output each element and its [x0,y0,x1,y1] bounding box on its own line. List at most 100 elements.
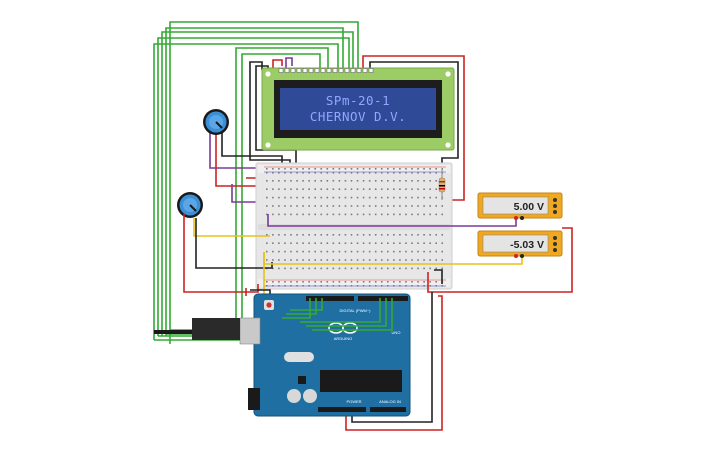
breadboard-hole[interactable] [344,281,347,283]
breadboard-hole[interactable] [380,196,383,199]
breadboard-hole[interactable] [362,267,365,270]
breadboard-hole[interactable] [314,267,316,270]
breadboard-hole[interactable] [296,196,298,199]
breadboard-hole[interactable] [308,285,310,287]
breadboard-hole[interactable] [387,285,389,287]
potentiometer-1[interactable] [203,109,229,135]
breadboard-hole[interactable] [399,172,401,174]
breadboard-hole[interactable] [435,259,437,261]
breadboard-hole[interactable] [266,180,268,182]
breadboard-hole[interactable] [332,196,335,199]
breadboard-hole[interactable] [302,205,304,207]
digital-header[interactable] [306,296,408,301]
breadboard-hole[interactable] [429,234,431,236]
breadboard-hole[interactable] [308,205,310,207]
breadboard-hole[interactable] [290,267,292,270]
breadboard-hole[interactable] [284,234,286,236]
breadboard-hole[interactable] [411,205,413,207]
breadboard-hole[interactable] [380,285,383,287]
breadboard-hole[interactable] [278,168,280,170]
breadboard-hole[interactable] [302,196,304,199]
breadboard-hole[interactable] [356,250,359,253]
breadboard-hole[interactable] [405,281,407,283]
breadboard-hole[interactable] [344,196,347,199]
breadboard-hole[interactable] [344,168,347,170]
breadboard-hole[interactable] [302,267,304,270]
breadboard-hole[interactable] [380,250,383,253]
breadboard-hole[interactable] [435,196,437,199]
breadboard-hole[interactable] [435,285,437,287]
breadboard-hole[interactable] [423,281,425,283]
breadboard-hole[interactable] [332,180,335,182]
breadboard-hole[interactable] [266,196,268,199]
breadboard-hole[interactable] [411,285,413,287]
breadboard-hole[interactable] [272,188,274,190]
breadboard-hole[interactable] [399,242,401,244]
breadboard-hole[interactable] [362,285,365,287]
breadboard-hole[interactable] [296,259,298,261]
breadboard-hole[interactable] [380,168,383,170]
breadboard-hole[interactable] [435,281,437,283]
breadboard-hole[interactable] [441,234,444,236]
breadboard-hole[interactable] [387,180,389,182]
breadboard-hole[interactable] [380,281,383,283]
breadboard-hole[interactable] [429,196,431,199]
breadboard-hole[interactable] [320,213,323,216]
breadboard-hole[interactable] [393,168,395,170]
breadboard-hole[interactable] [302,188,304,190]
breadboard-hole[interactable] [314,188,316,190]
breadboard-hole[interactable] [423,180,425,182]
digital-pin-wires[interactable] [282,298,393,331]
breadboard-hole[interactable] [302,281,304,283]
breadboard-hole[interactable] [320,250,323,253]
breadboard-hole[interactable] [362,172,365,174]
breadboard-hole[interactable] [296,188,298,190]
breadboard-hole[interactable] [350,196,353,199]
breadboard-hole[interactable] [441,242,444,244]
breadboard-hole[interactable] [362,196,365,199]
breadboard-hole[interactable] [417,281,419,283]
breadboard-hole[interactable] [290,234,292,236]
breadboard-hole[interactable] [344,250,347,253]
breadboard-hole[interactable] [284,180,286,182]
breadboard-hole[interactable] [374,285,377,287]
breadboard-hole[interactable] [302,172,304,174]
breadboard-hole[interactable] [423,188,425,190]
breadboard-hole[interactable] [338,188,341,190]
breadboard-hole[interactable] [350,180,353,182]
breadboard-hole[interactable] [314,281,316,283]
breadboard-hole[interactable] [332,168,335,170]
breadboard-hole[interactable] [417,188,419,190]
breadboard-hole[interactable] [314,234,316,236]
breadboard-hole[interactable] [266,285,268,287]
breadboard-hole[interactable] [368,234,371,236]
breadboard-hole[interactable] [278,172,280,174]
breadboard-hole[interactable] [320,259,323,261]
breadboard-hole[interactable] [290,242,292,244]
breadboard-hole[interactable] [356,285,359,287]
arduino-uno-board[interactable]: DIGITAL (PWM~) ARDUINO UNO POWER ANALOG … [239,293,411,417]
power-header[interactable] [318,407,366,412]
breadboard-hole[interactable] [423,259,425,261]
breadboard-hole[interactable] [368,259,371,261]
breadboard-hole[interactable] [338,242,341,244]
analog-header[interactable] [370,407,406,412]
breadboard-hole[interactable] [326,180,329,182]
breadboard-hole[interactable] [435,180,437,182]
breadboard-hole[interactable] [350,205,353,207]
breadboard-hole[interactable] [429,242,431,244]
breadboard-hole[interactable] [399,250,401,253]
breadboard-hole[interactable] [399,168,401,170]
multimeter-1[interactable]: 5.00 V [477,192,563,220]
breadboard-hole[interactable] [435,188,437,190]
breadboard-hole[interactable] [356,267,359,270]
breadboard-hole[interactable] [332,242,335,244]
breadboard-hole[interactable] [356,259,359,261]
breadboard-hole[interactable] [374,205,377,207]
breadboard-hole[interactable] [320,180,323,182]
breadboard-hole[interactable] [429,259,431,261]
breadboard-hole[interactable] [338,213,341,216]
breadboard-hole[interactable] [350,259,353,261]
breadboard-hole[interactable] [405,259,407,261]
